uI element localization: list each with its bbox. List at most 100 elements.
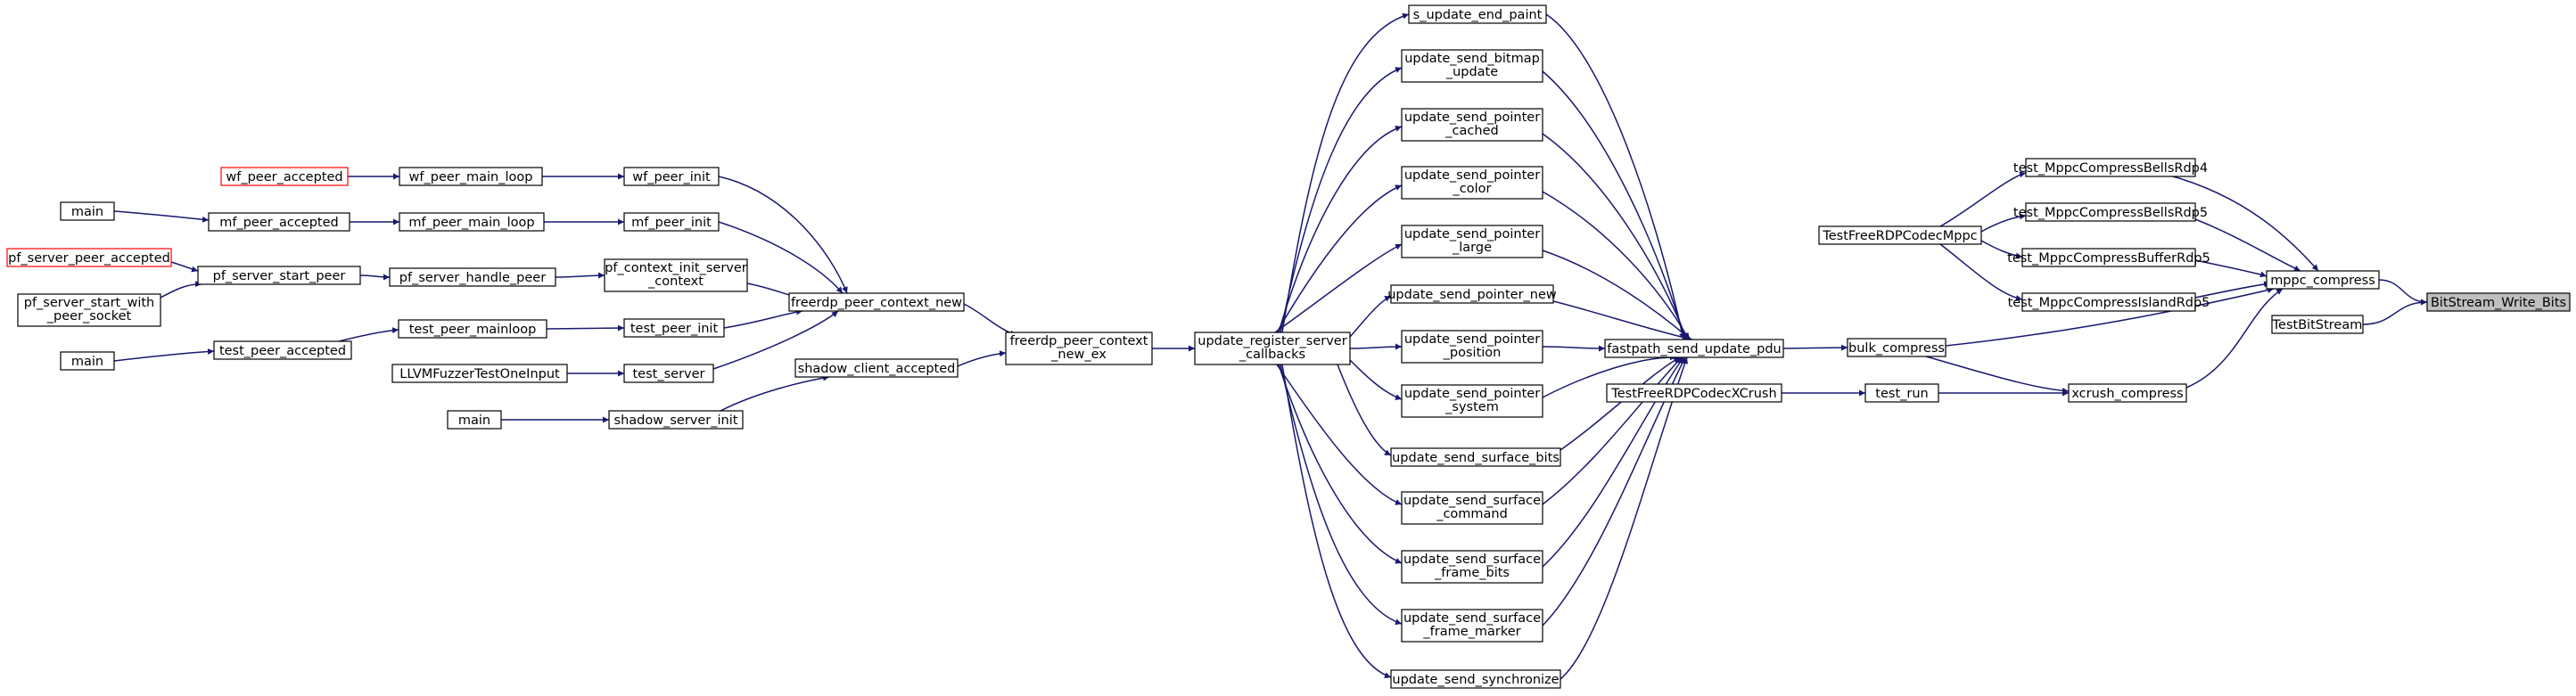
node-pf_server_peer_accepted[interactable]: pf_server_peer_accepted — [6, 248, 172, 267]
edge-test_MppcCompressIslandRdp5-to-mppc_compress — [2194, 281, 2271, 299]
node-test_peer_mainloop[interactable]: test_peer_mainloop — [398, 319, 547, 339]
edge-line — [1542, 191, 1690, 340]
node-pf_context_init_server_context[interactable]: pf_context_init_server_context — [604, 258, 748, 292]
edge-line — [160, 281, 202, 299]
node-box — [2271, 315, 2364, 334]
node-s_update_end_paint[interactable]: s_update_end_paint — [1408, 4, 1547, 24]
edge-update_send_surface_bits-to-fastpath_send_update_pdu — [1560, 356, 1681, 451]
edge-update_register_server_callbacks-to-s_update_end_paint — [1281, 12, 1410, 333]
node-label: TestBitStream — [2272, 318, 2363, 332]
node-box — [1401, 384, 1543, 418]
node-label: test_MppcCompressIslandRdp5 — [2008, 296, 2210, 310]
node-mf_peer_main_loop[interactable]: mf_peer_main_loop — [399, 212, 545, 232]
node-label: mf_peer_accepted — [219, 216, 339, 230]
node-freerdp_peer_context_new[interactable]: freerdp_peer_context_new — [788, 292, 965, 312]
node-box — [2426, 292, 2571, 312]
node-label: _color — [1453, 182, 1492, 196]
node-shadow_server_init[interactable]: shadow_server_init — [608, 410, 744, 430]
edge-mppc_compress-to-BitStream_Write_Bits — [2378, 279, 2428, 306]
node-main2[interactable]: main — [60, 351, 115, 371]
node-test_run[interactable]: test_run — [1864, 383, 1939, 403]
edge-s_update_end_paint-to-fastpath_send_update_pdu — [1545, 13, 1685, 340]
edge-pf_server_handle_peer-to-pf_context_init_server_context — [555, 272, 605, 279]
node-mppc_compress[interactable]: mppc_compress — [2266, 270, 2380, 290]
node-test_peer_accepted[interactable]: test_peer_accepted — [213, 340, 352, 360]
node-update_send_surface_frame_bits[interactable]: update_send_surface_frame_bits — [1401, 550, 1543, 584]
edge-update_send_surface_frame_bits-to-fastpath_send_update_pdu — [1542, 356, 1684, 568]
node-update_send_pointer_system[interactable]: update_send_pointer_system — [1401, 384, 1543, 418]
edge-pf_server_peer_accepted-to-pf_server_start_peer — [170, 261, 199, 273]
node-box — [60, 351, 115, 371]
node-bulk_compress[interactable]: bulk_compress — [1847, 338, 1946, 357]
node-box — [1390, 669, 1561, 689]
node-wf_peer_init[interactable]: wf_peer_init — [623, 167, 720, 186]
node-BitStream_Write_Bits[interactable]: BitStream_Write_Bits — [2426, 292, 2571, 312]
node-update_send_surface_frame_marker[interactable]: update_send_surface_frame_marker — [1401, 609, 1543, 643]
node-wf_peer_accepted[interactable]: wf_peer_accepted — [220, 167, 349, 186]
edge-TestFreeRDPCodecMppc-to-test_MppcCompressBellsRdp5 — [1980, 213, 2027, 233]
node-update_send_pointer_new[interactable]: update_send_pointer_new — [1387, 284, 1557, 304]
node-label: pf_server_start_peer — [213, 269, 346, 283]
node-TestBitStream[interactable]: TestBitStream — [2271, 315, 2364, 334]
node-test_server[interactable]: test_server — [623, 364, 714, 383]
node-label: _new_ex — [1050, 348, 1107, 362]
node-label: _peer_socket — [46, 309, 132, 323]
edge-TestFreeRDPCodecMppc-to-test_MppcCompressIslandRdp5 — [1939, 243, 2023, 301]
node-TestFreeRDPCodecMppc[interactable]: TestFreeRDPCodecMppc — [1818, 225, 1982, 245]
edge-line — [113, 348, 215, 362]
node-label: update_send_synchronize — [1392, 673, 1559, 687]
edge-line — [1349, 295, 1392, 338]
node-test_MppcCompressIslandRdp5[interactable]: test_MppcCompressIslandRdp5 — [2008, 292, 2210, 312]
node-label: mppc_compress — [2270, 274, 2375, 288]
edge-line — [1281, 12, 1410, 333]
node-update_send_pointer_cached[interactable]: update_send_pointer_cached — [1401, 108, 1543, 142]
node-fastpath_send_update_pdu[interactable]: fastpath_send_update_pdu — [1604, 339, 1784, 358]
node-update_send_synchronize[interactable]: update_send_synchronize — [1390, 669, 1561, 689]
node-update_send_surface_command[interactable]: update_send_surface_command — [1401, 491, 1543, 525]
node-box — [1390, 447, 1561, 467]
edge-test_peer_mainloop-to-test_peer_init — [546, 324, 625, 332]
node-update_send_pointer_position[interactable]: update_send_pointer_position — [1401, 330, 1543, 364]
node-main1[interactable]: main — [60, 201, 115, 221]
node-xcrush_compress[interactable]: xcrush_compress — [2068, 383, 2187, 403]
node-label: test_peer_init — [630, 322, 719, 336]
edge-line — [720, 374, 830, 412]
node-LLVMFuzzerTestOneInput[interactable]: LLVMFuzzerTestOneInput — [391, 364, 568, 383]
node-main3[interactable]: main — [447, 410, 502, 430]
node-label: update_register_server — [1197, 334, 1346, 348]
node-freerdp_peer_context_new_ex[interactable]: freerdp_peer_context_new_ex — [1005, 332, 1153, 365]
edge-line — [113, 210, 210, 223]
node-update_send_pointer_color[interactable]: update_send_pointer_color — [1401, 166, 1543, 200]
edge-line — [170, 261, 199, 273]
edge-line — [718, 221, 844, 294]
node-label: _update — [1445, 65, 1498, 79]
edge-line — [359, 274, 391, 281]
node-box — [604, 258, 748, 292]
node-pf_server_start_peer[interactable]: pf_server_start_peer — [197, 266, 361, 285]
node-test_peer_init[interactable]: test_peer_init — [623, 318, 725, 338]
node-test_MppcCompressBufferRdp5[interactable]: test_MppcCompressBufferRdp5 — [2007, 248, 2210, 267]
edge-line — [1542, 356, 1683, 505]
edge-line — [1545, 13, 1685, 340]
node-TestFreeRDPCodecXCrush[interactable]: TestFreeRDPCodecXCrush — [1606, 383, 1782, 403]
node-mf_peer_accepted[interactable]: mf_peer_accepted — [208, 212, 350, 232]
node-update_send_surface_bits[interactable]: update_send_surface_bits — [1390, 447, 1561, 467]
node-pf_server_handle_peer[interactable]: pf_server_handle_peer — [389, 267, 556, 287]
node-test_MppcCompressBellsRdp5[interactable]: test_MppcCompressBellsRdp5 — [2013, 202, 2208, 222]
node-label: test_run — [1875, 387, 1928, 401]
node-update_send_pointer_large[interactable]: update_send_pointer_large — [1401, 225, 1543, 258]
node-update_register_server_callbacks[interactable]: update_register_server_callbacks — [1194, 332, 1351, 365]
node-box — [1818, 225, 1982, 245]
node-mf_peer_init[interactable]: mf_peer_init — [623, 212, 720, 232]
node-label: test_peer_accepted — [219, 344, 346, 358]
edge-xcrush_compress-to-mppc_compress — [2185, 288, 2284, 389]
edge-test_peer_accepted-to-test_peer_mainloop — [338, 327, 399, 342]
node-label: update_send_pointer — [1404, 111, 1540, 125]
node-wf_peer_main_loop[interactable]: wf_peer_main_loop — [399, 167, 543, 186]
node-test_MppcCompressBellsRdp4[interactable]: test_MppcCompressBellsRdp4 — [2013, 158, 2208, 177]
node-pf_server_start_with_peer_socket[interactable]: pf_server_start_with_peer_socket — [17, 293, 161, 327]
node-shadow_client_accepted[interactable]: shadow_client_accepted — [794, 358, 959, 378]
node-update_send_bitmap_update[interactable]: update_send_bitmap_update — [1401, 49, 1543, 83]
node-box — [399, 167, 543, 186]
